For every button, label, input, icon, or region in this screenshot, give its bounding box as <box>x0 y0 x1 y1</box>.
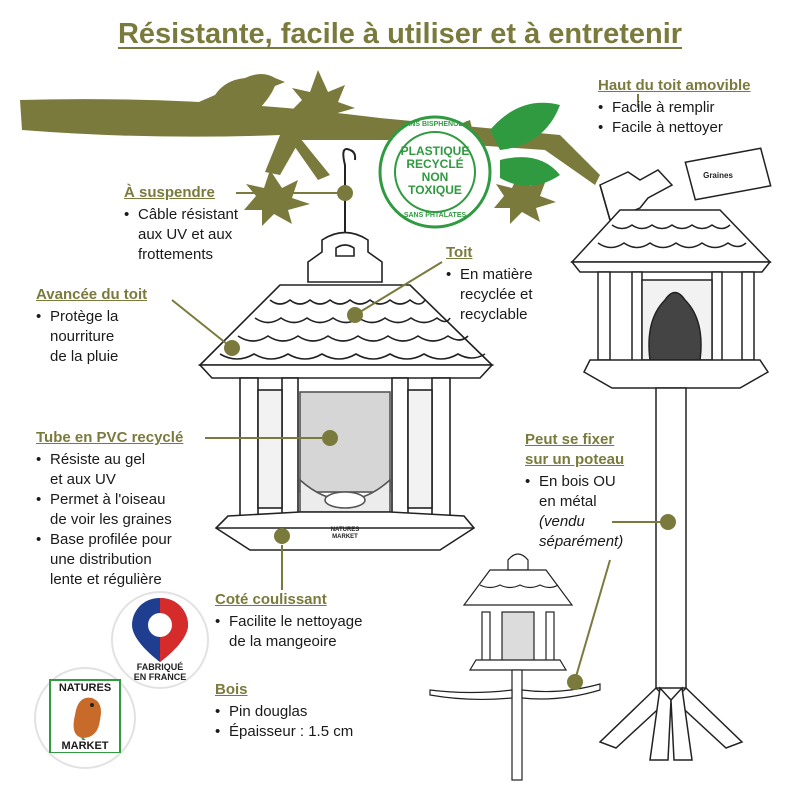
feature-top-item: Facile à nettoyer <box>598 118 751 138</box>
eco-badge-text: PLASTIQUE RECYCLÉ NON TOXIQUE <box>390 145 480 197</box>
feeder-label-line2: MARKET <box>332 534 358 540</box>
feature-roof-cont: recyclée et recyclable <box>460 286 533 323</box>
feature-slide: Coté coulissant Facilite le nettoyagede … <box>215 590 362 652</box>
fabrique-text: FABRIQUÉ EN FRANCE <box>120 662 200 682</box>
fabrique-en-france-badge <box>111 591 209 689</box>
robin-icon <box>73 697 101 738</box>
feature-roof: Toit En matière recyclée et recyclable <box>446 243 533 325</box>
feature-top-item: Facile à remplir <box>598 98 751 118</box>
feeder-label-line1: NATURES <box>331 527 360 533</box>
post-feeder-illustration <box>570 147 772 761</box>
feature-wood: Bois Pin douglas Épaisseur : 1.5 cm <box>215 680 353 742</box>
feature-hanging-item: Câble résistant <box>124 205 238 225</box>
badge-line-1: PLASTIQUE <box>400 144 470 158</box>
feature-roof-item: En matière <box>446 265 533 285</box>
feature-post: Peut se fixer sur un poteau En bois OUen… <box>525 430 624 552</box>
fabrique-line-1: FABRIQUÉ <box>136 662 184 672</box>
badge-line-3: NON <box>421 170 449 184</box>
green-leaves-decoration <box>490 102 560 186</box>
feature-hanging: À suspendre Câble résistant aux UV et au… <box>124 183 238 265</box>
feature-overhang-item: Protège la <box>36 307 147 327</box>
feature-top: Haut du toit amovible Facile à remplir F… <box>598 76 751 138</box>
feature-post-heading-1: Peut se fixer <box>525 431 615 448</box>
feature-tube-heading: Tube en PVC recyclé <box>36 429 184 446</box>
pole-feeder-illustration <box>429 553 601 781</box>
feature-overhang: Avancée du toit Protège la nourriture de… <box>36 285 147 367</box>
feature-top-heading: Haut du toit amovible <box>598 77 751 94</box>
badge-arc-bottom: SANS PHTALATES <box>403 212 467 219</box>
eco-badge <box>378 115 492 229</box>
badge-line-2: RECYCLÉ <box>406 157 464 171</box>
hanging-hook <box>342 148 357 240</box>
leader-lines <box>171 94 676 690</box>
fabrique-line-2: EN FRANCE <box>133 672 187 682</box>
page-title: Résistante, facile à utiliser et à entre… <box>117 18 683 50</box>
seed-bag-label: Graines <box>703 171 733 180</box>
feature-hanging-cont: aux UV et aux frottements <box>138 226 233 263</box>
feature-post-heading-2: sur un poteau <box>525 451 625 468</box>
brand-logo-line-1: NATURES <box>58 682 112 694</box>
badge-arc-top: SANS BISPHENOL A <box>400 121 470 128</box>
main-feeder-illustration <box>198 231 494 551</box>
badge-line-4: TOXIQUE <box>408 183 462 197</box>
feature-wood-item: Pin douglas <box>215 702 353 722</box>
feature-roof-heading: Toit <box>446 244 473 261</box>
bird-icon <box>185 74 285 125</box>
brand-logo-line-2: MARKET <box>51 740 119 752</box>
feature-wood-heading: Bois <box>215 681 248 698</box>
feeder-brand-label: NATURES MARKET <box>331 527 360 540</box>
feature-hanging-heading: À suspendre <box>124 184 215 201</box>
feature-slide-heading: Coté coulissant <box>215 591 327 608</box>
feature-overhang-cont: nourriture de la pluie <box>50 328 119 365</box>
feature-wood-item: Épaisseur : 1.5 cm <box>215 722 353 742</box>
feature-overhang-heading: Avancée du toit <box>36 286 148 303</box>
